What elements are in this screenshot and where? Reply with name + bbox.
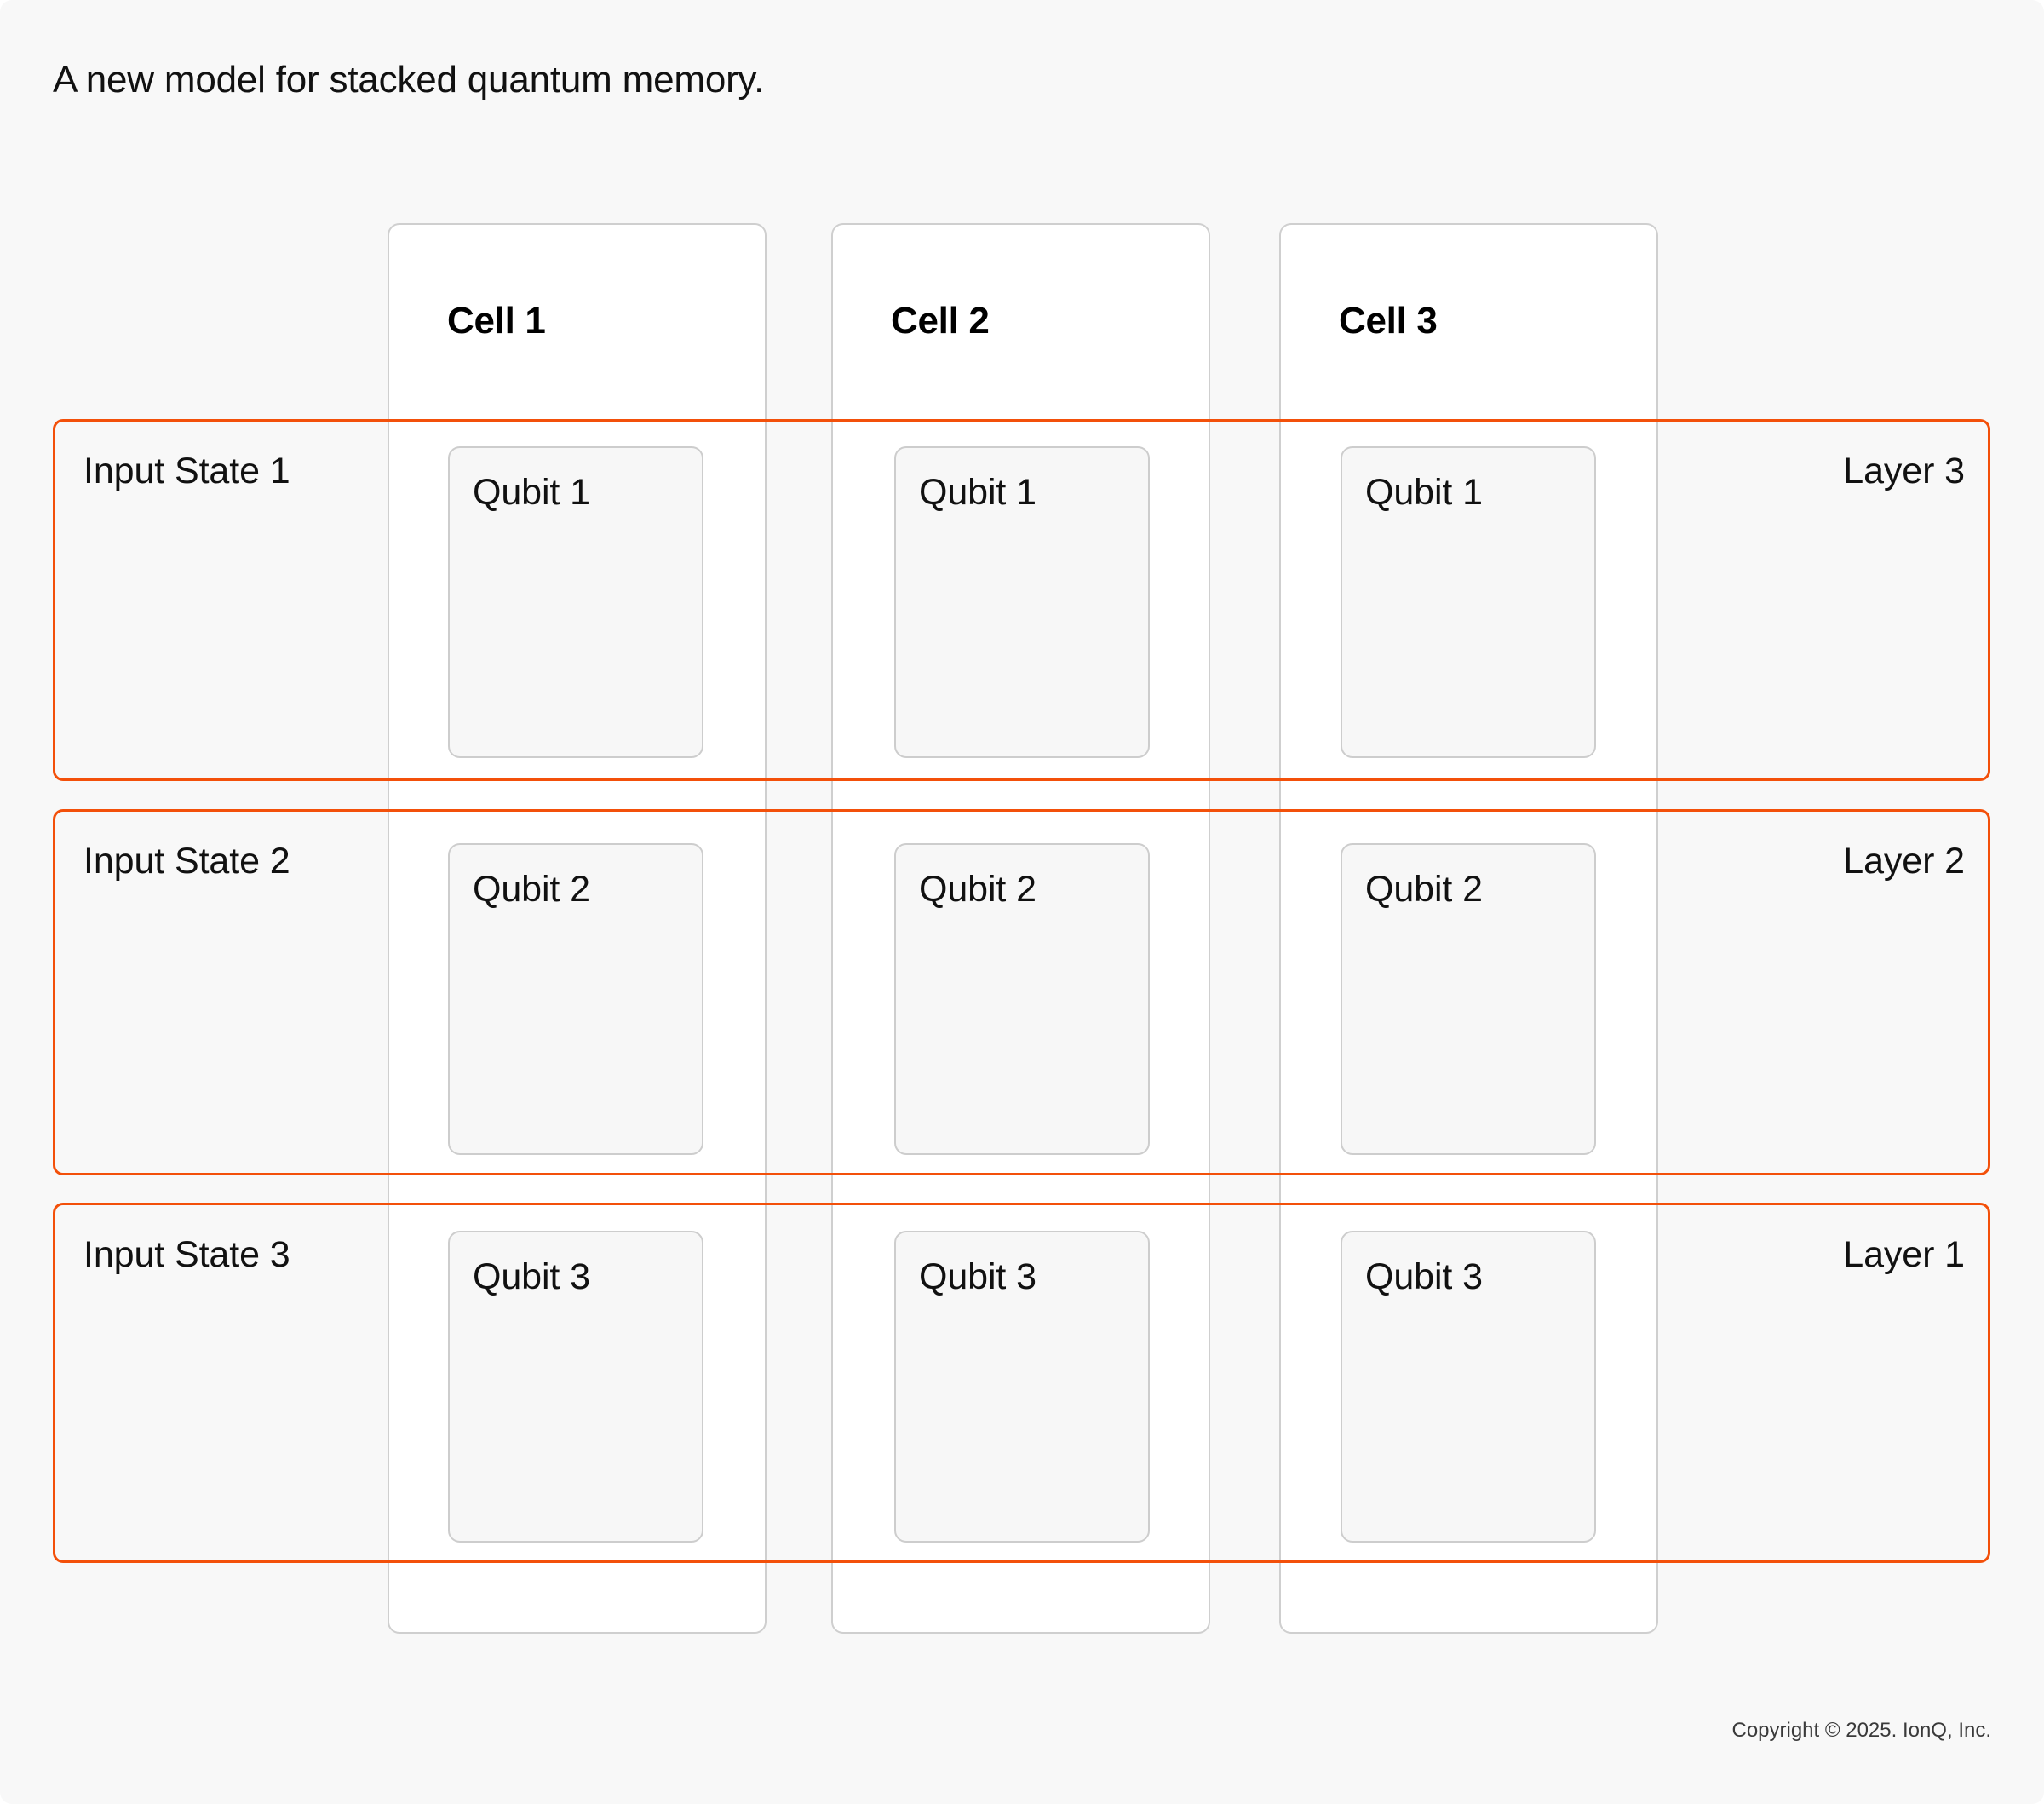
qubit-label: Qubit 1 <box>1365 472 1483 513</box>
qubit-box-layer3-cell3: Qubit 1 <box>1341 446 1596 758</box>
layer-row-1: Input State 3 Layer 1 <box>53 1203 1990 1563</box>
qubit-label: Qubit 2 <box>1365 869 1483 910</box>
cell-column-2-title: Cell 2 <box>891 300 990 342</box>
qubit-label: Qubit 1 <box>473 472 590 513</box>
input-state-label-3: Input State 3 <box>83 1234 290 1275</box>
copyright-notice: Copyright © 2025. IonQ, Inc. <box>1731 1719 1991 1742</box>
input-state-label-1: Input State 1 <box>83 451 290 491</box>
layer-row-2: Input State 2 Layer 2 <box>53 809 1990 1175</box>
cell-column-1-title: Cell 1 <box>447 300 546 342</box>
input-state-label-2: Input State 2 <box>83 841 290 882</box>
qubit-label: Qubit 3 <box>1365 1256 1483 1297</box>
qubit-label: Qubit 2 <box>919 869 1036 910</box>
qubit-label: Qubit 2 <box>473 869 590 910</box>
layer-label-3: Layer 3 <box>1843 451 1965 491</box>
cell-column-3-title: Cell 3 <box>1339 300 1438 342</box>
qubit-label: Qubit 3 <box>473 1256 590 1297</box>
qubit-box-layer2-cell2: Qubit 2 <box>894 843 1150 1155</box>
qubit-box-layer2-cell3: Qubit 2 <box>1341 843 1596 1155</box>
qubit-box-layer2-cell1: Qubit 2 <box>448 843 703 1155</box>
layer-label-2: Layer 2 <box>1843 841 1965 882</box>
qubit-label: Qubit 3 <box>919 1256 1036 1297</box>
page-title: A new model for stacked quantum memory. <box>53 59 765 101</box>
qubit-box-layer3-cell2: Qubit 1 <box>894 446 1150 758</box>
qubit-box-layer1-cell2: Qubit 3 <box>894 1231 1150 1543</box>
layer-label-1: Layer 1 <box>1843 1234 1965 1275</box>
qubit-box-layer3-cell1: Qubit 1 <box>448 446 703 758</box>
qubit-box-layer1-cell3: Qubit 3 <box>1341 1231 1596 1543</box>
qubit-label: Qubit 1 <box>919 472 1036 513</box>
qubit-box-layer1-cell1: Qubit 3 <box>448 1231 703 1543</box>
layer-row-3: Input State 1 Layer 3 <box>53 419 1990 781</box>
